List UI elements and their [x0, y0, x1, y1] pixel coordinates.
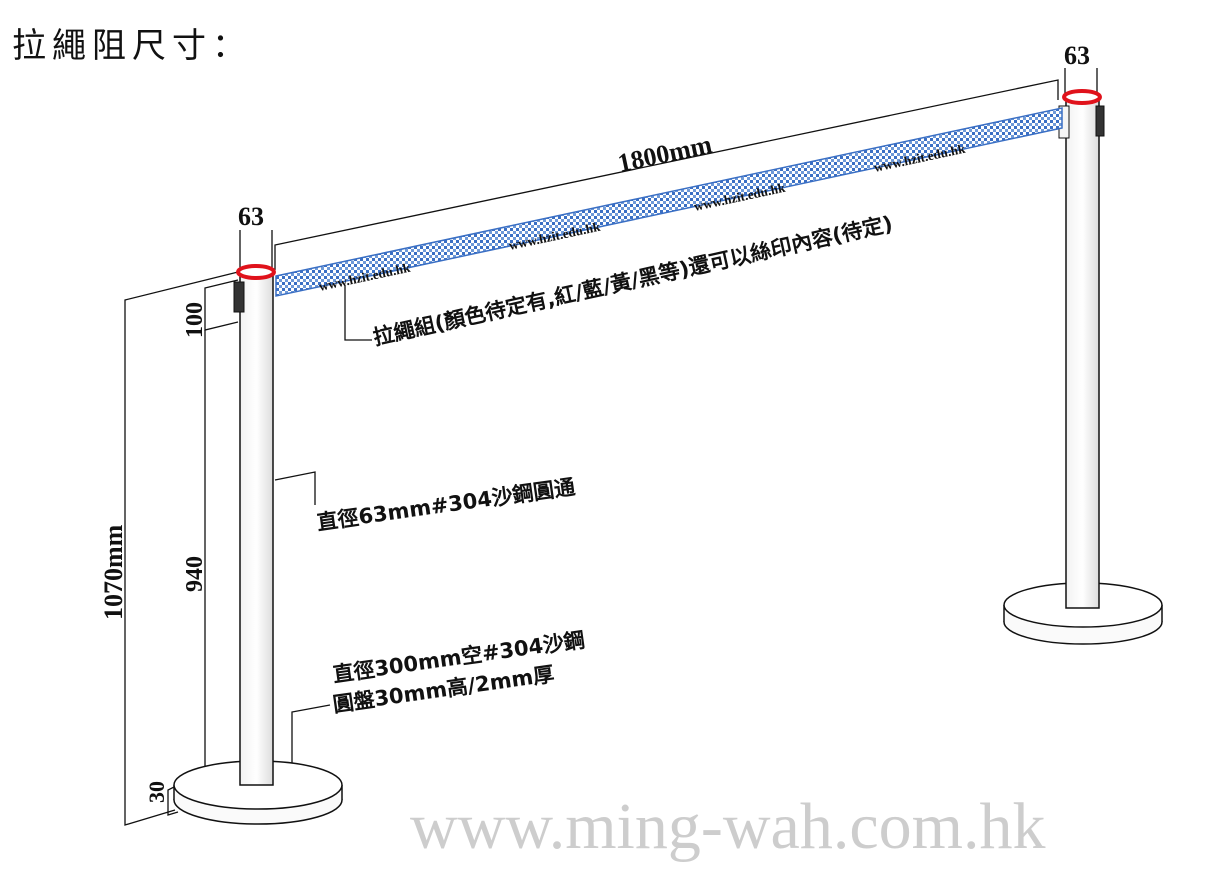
right-post [1058, 89, 1105, 609]
dim-right-diameter: 63 [1064, 41, 1090, 70]
dim-left-diameter: 63 [238, 202, 264, 231]
left-cap [236, 264, 276, 280]
right-cap [1062, 89, 1102, 105]
dim-rope-length: 1800mm [615, 130, 715, 178]
rope-annotation: 拉繩組(顏色待定有,紅/藍/黃/黑等)還可以絲印內容(待定) [371, 211, 895, 349]
watermark: www.ming-wah.com.hk [410, 790, 1045, 863]
post-annotation: 直徑63mm#304沙鋼圓通 [315, 475, 576, 535]
dimension-lines [124, 68, 1098, 826]
page-title: 拉繩阻尺寸： [12, 26, 252, 66]
dim-post-height: 940 [182, 556, 208, 592]
left-post [233, 264, 276, 786]
dim-total-height: 1070mm [99, 524, 128, 620]
dim-base-height: 30 [144, 781, 169, 803]
dim-head-height: 100 [182, 302, 208, 338]
